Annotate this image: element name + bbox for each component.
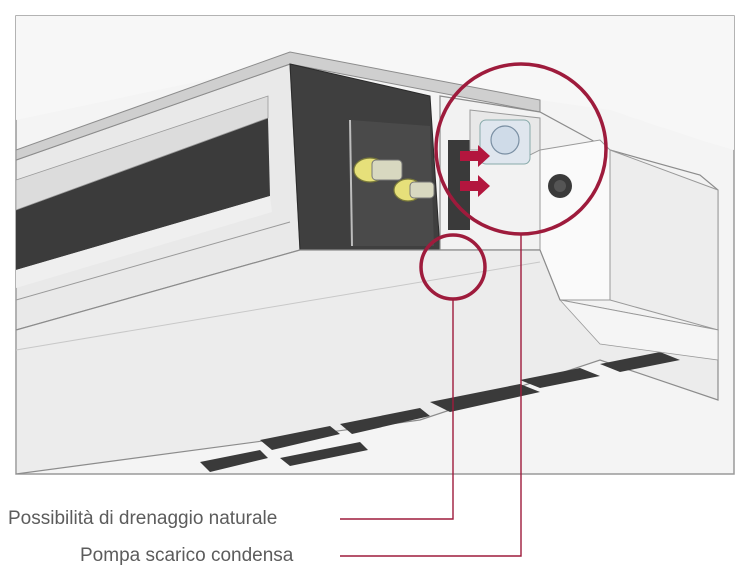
unit-underside — [16, 249, 719, 474]
underside-vents — [200, 352, 680, 472]
condensate-pump — [479, 119, 572, 198]
drain-leader-line — [340, 299, 454, 520]
pump-arrow-icon — [460, 175, 490, 197]
refrigerant-connectors — [353, 157, 435, 202]
natural-drain-label: Possibilità di drenaggio naturale — [8, 508, 278, 529]
pump-leader-line — [340, 234, 522, 557]
condensate-pump-label: Pompa scarico condensa — [80, 545, 294, 566]
pump-arrow-icon — [460, 145, 490, 167]
